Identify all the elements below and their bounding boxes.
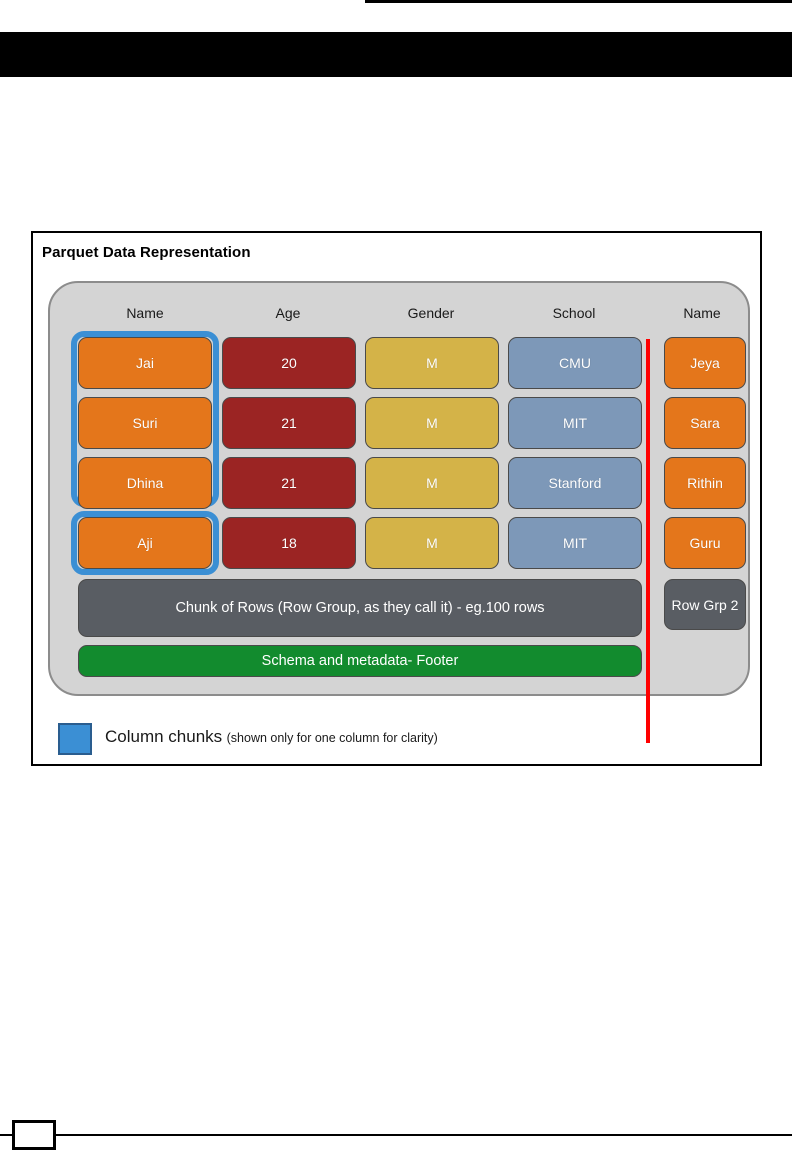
cell-gender-0: M [365,337,499,389]
column-chunk-outline-bottom [71,511,219,575]
footer-bar: Schema and metadata- Footer [78,645,642,677]
cell-age-0: 20 [222,337,356,389]
column-header-age: Age [275,305,301,321]
cell-age-2: 21 [222,457,356,509]
cell-name2-3: Guru [664,517,746,569]
row-group-divider [646,339,650,743]
cell-name-2: Dhina [78,457,212,509]
column-header-school: School [552,305,596,321]
row-group-2-bar: Row Grp 2 [664,579,746,630]
cell-age-1: 21 [222,397,356,449]
cell-name-1: Suri [78,397,212,449]
cell-school-0: CMU [508,337,642,389]
column-header-name-group2: Name [683,305,721,321]
cell-name-3: Aji [78,517,212,569]
row-group-bar: Chunk of Rows (Row Group, as they call i… [78,579,642,637]
row-group-panel: Name Age Gender School Name Jai 20 M CMU… [48,281,750,743]
cell-gender-2: M [365,457,499,509]
legend: Column chunks (shown only for one column… [105,727,438,747]
cell-gender-3: M [365,517,499,569]
cell-name2-1: Sara [664,397,746,449]
figure-title: Parquet Data Representation [42,244,251,261]
page-top-rule [365,0,792,3]
page-bottom-rule [0,1134,792,1136]
cell-name2-0: Jeya [664,337,746,389]
parquet-figure: Parquet Data Representation Name Age Gen… [31,231,762,766]
cell-school-1: MIT [508,397,642,449]
cell-school-2: Stanford [508,457,642,509]
legend-swatch-icon [58,723,92,755]
page-bottom-box [12,1120,56,1150]
cell-name2-2: Rithin [664,457,746,509]
cell-school-3: MIT [508,517,642,569]
column-header-gender: Gender [407,305,455,321]
cell-age-3: 18 [222,517,356,569]
legend-note: (shown only for one column for clarity) [226,731,438,745]
page-black-band [0,32,792,77]
cell-name-0: Jai [78,337,212,389]
cell-gender-1: M [365,397,499,449]
column-header-name: Name [126,305,164,321]
legend-label: Column chunks [105,727,223,746]
